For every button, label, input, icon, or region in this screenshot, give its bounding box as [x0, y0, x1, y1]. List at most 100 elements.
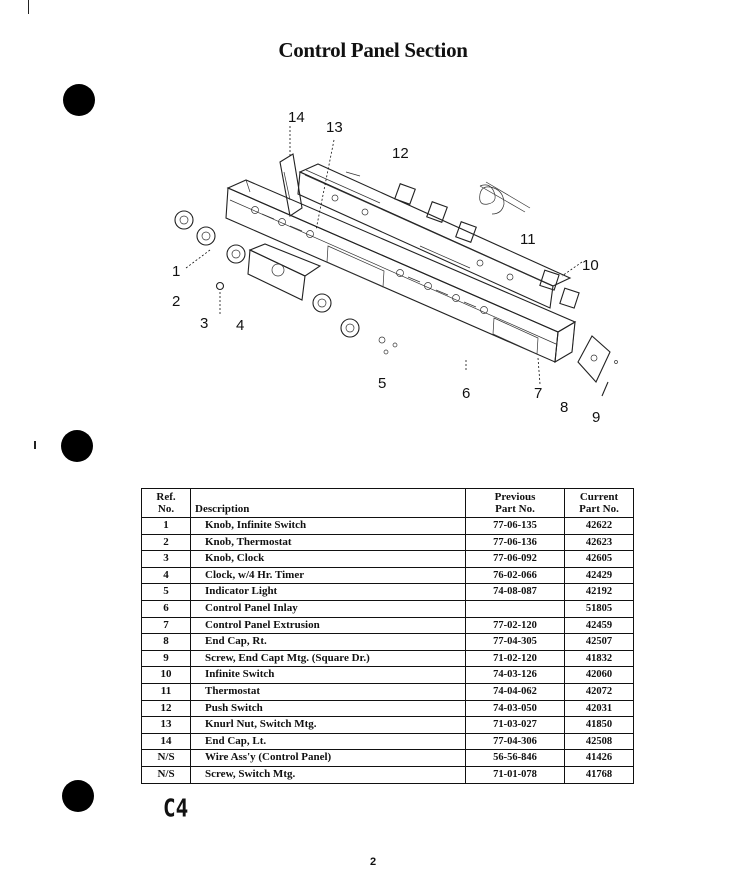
- control-panel-extrusion: [225, 179, 577, 364]
- page-title: Control Panel Section: [278, 38, 468, 62]
- callout-7: 7: [534, 385, 542, 402]
- cell-ref: 14: [141, 732, 191, 751]
- cell-current: 42192: [564, 583, 634, 601]
- cell-current: 42605: [564, 550, 634, 568]
- cell-ref: 1: [141, 517, 191, 535]
- cell-previous: 77-02-120: [465, 616, 565, 635]
- cell-ref: 3: [141, 550, 191, 568]
- cell-current: 51805: [564, 599, 634, 618]
- cell-description: Knob, Thermostat: [190, 533, 466, 552]
- cell-previous: 74-08-087: [465, 583, 565, 601]
- exploded-view-diagram: 1 2 3 4 5 6 7 8 9 10 11 12 13 14: [172, 109, 618, 426]
- push-switches: [345, 171, 477, 243]
- indicator-light: [378, 336, 398, 355]
- cell-current: 42072: [564, 682, 634, 701]
- callout-2: 2: [172, 293, 180, 310]
- cell-ref: 13: [141, 716, 191, 734]
- end-cap-right: [577, 335, 611, 383]
- cell-description: Push Switch: [190, 699, 466, 718]
- cell-previous: 77-06-092: [465, 550, 565, 568]
- cell-current: 42459: [564, 616, 634, 635]
- callout-12: 12: [392, 145, 409, 162]
- cell-description: Infinite Switch: [190, 666, 466, 684]
- cell-current: 42031: [564, 699, 634, 718]
- cell-previous: [465, 599, 565, 618]
- cell-description: Indicator Light: [190, 583, 466, 601]
- binder-hole-middle: [61, 430, 93, 462]
- clock-timer: [247, 243, 322, 301]
- cell-previous: 56-56-846: [465, 749, 565, 767]
- callout-6: 6: [462, 385, 470, 402]
- margin-mark: [34, 441, 36, 449]
- header-current-part-no: Current Part No.: [564, 488, 634, 518]
- cell-previous: 77-04-305: [465, 633, 565, 651]
- cell-previous: 76-02-066: [465, 566, 565, 585]
- cell-current: 41832: [564, 649, 634, 668]
- cell-description: Screw, Switch Mtg.: [190, 765, 466, 784]
- cell-description: Screw, End Capt Mtg. (Square Dr.): [190, 649, 466, 668]
- callout-5: 5: [378, 375, 386, 392]
- cell-description: Thermostat: [190, 682, 466, 701]
- cell-ref: 8: [141, 633, 191, 651]
- cell-description: End Cap, Lt.: [190, 732, 466, 751]
- parts-table: Ref. No. Description Previous Part No. C…: [141, 488, 634, 784]
- cell-previous: 77-06-136: [465, 533, 565, 552]
- clock-knob: [215, 281, 225, 291]
- cell-previous: 74-03-126: [465, 666, 565, 684]
- callout-13: 13: [326, 119, 343, 136]
- cell-description: End Cap, Rt.: [190, 633, 466, 651]
- cell-description: Knob, Clock: [190, 550, 466, 568]
- binder-hole-bottom: [62, 780, 94, 812]
- header-ref-no: Ref. No.: [141, 488, 191, 518]
- thermostat: [479, 181, 531, 215]
- cell-ref: N/S: [141, 765, 191, 784]
- cell-current: 42429: [564, 566, 634, 585]
- cell-current: 42060: [564, 666, 634, 684]
- cell-description: Knurl Nut, Switch Mtg.: [190, 716, 466, 734]
- cell-ref: 6: [141, 599, 191, 618]
- binder-hole-top: [63, 84, 95, 116]
- header-description: Description: [190, 488, 466, 518]
- cell-previous: 77-06-135: [465, 517, 565, 535]
- knobs: [174, 210, 360, 338]
- scan-edge-mark: [28, 0, 29, 14]
- cell-description: Control Panel Inlay: [190, 599, 466, 618]
- cell-previous: 71-03-027: [465, 716, 565, 734]
- cell-ref: 9: [141, 649, 191, 668]
- cell-ref: 11: [141, 682, 191, 701]
- callout-9: 9: [592, 409, 600, 426]
- section-code: C4: [163, 793, 189, 823]
- callout-14: 14: [288, 109, 305, 126]
- callout-1: 1: [172, 263, 180, 280]
- end-cap-left: [279, 153, 303, 217]
- cell-previous: 71-01-078: [465, 765, 565, 784]
- cell-ref: 12: [141, 699, 191, 718]
- infinite-switches: [539, 269, 580, 309]
- cell-previous: 74-03-050: [465, 699, 565, 718]
- cell-current: 41768: [564, 765, 634, 784]
- cell-ref: 10: [141, 666, 191, 684]
- table-header-row: Ref. No. Description Previous Part No. C…: [141, 488, 634, 518]
- callout-8: 8: [560, 399, 568, 416]
- cell-current: 41426: [564, 749, 634, 767]
- cell-description: Clock, w/4 Hr. Timer: [190, 566, 466, 585]
- cell-description: Wire Ass'y (Control Panel): [190, 749, 466, 767]
- cell-previous: 74-04-062: [465, 682, 565, 701]
- leader-lines: [185, 126, 583, 385]
- cell-ref: 7: [141, 616, 191, 635]
- cell-ref: N/S: [141, 749, 191, 767]
